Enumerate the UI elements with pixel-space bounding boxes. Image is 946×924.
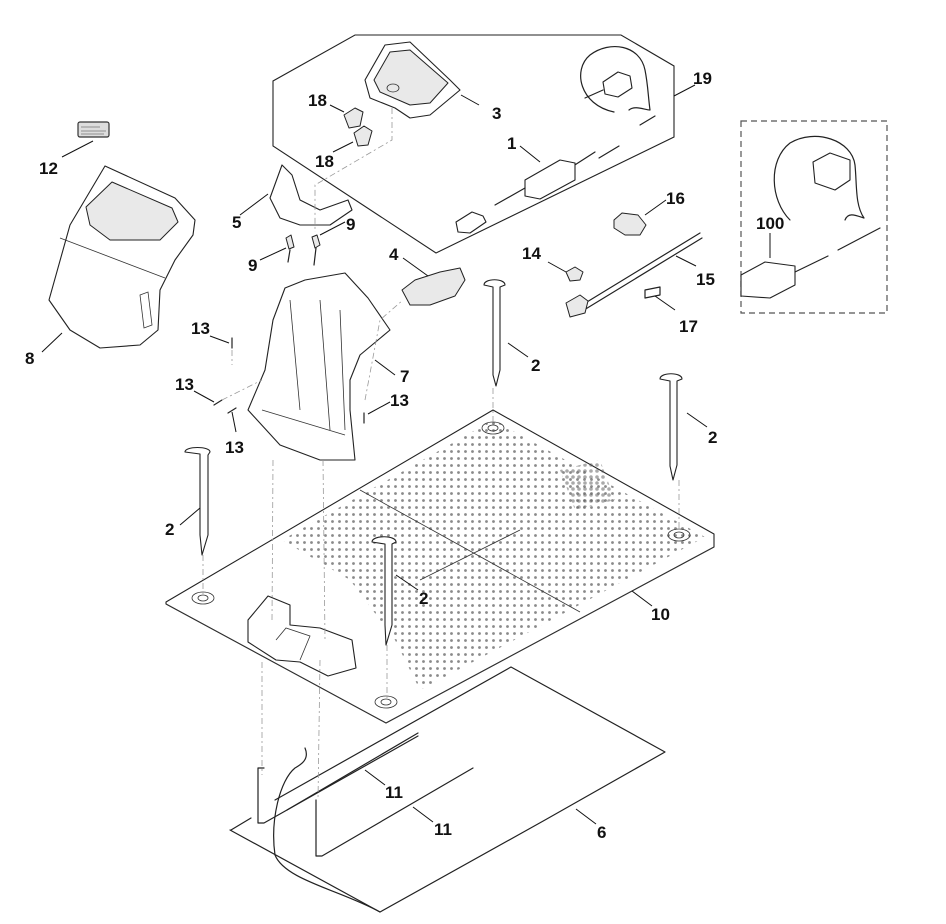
callout-14: 14 [522,244,541,263]
upper-holder-part-5 [269,164,353,226]
main-chassis-part-7 [247,272,391,461]
screws-part-13 [213,337,365,424]
callout-16: 16 [666,189,685,208]
callout-4: 4 [389,245,399,264]
cover-hood-part-8 [48,165,196,349]
assembly-guide-lines [202,108,680,801]
cable-harness-part-15 [565,232,703,318]
label-sticker-part-12 [77,121,110,138]
springs-part-9 [285,234,321,266]
callout-11-lower: 11 [434,820,452,839]
callout-10: 10 [651,605,670,624]
group-frame-alternate-supply [740,120,888,314]
callout-19: 19 [693,69,712,88]
callout-13-d: 13 [390,391,409,410]
power-supply-part-1 [455,115,656,234]
callout-2-left: 2 [165,520,174,539]
callout-9-right: 9 [346,215,355,234]
callout-18-top: 18 [308,91,327,110]
callout-13-a: 13 [191,319,210,338]
alternate-supply-part-100 [740,135,881,299]
callout-13-c: 13 [225,438,244,457]
boundary-wire [273,747,381,913]
wire-clip-part-14 [565,266,584,282]
callout-8: 8 [25,349,34,368]
callout-6: 6 [597,823,606,842]
callout-17: 17 [679,317,698,336]
callout-9-left: 9 [248,256,257,275]
callout-2-top: 2 [531,356,540,375]
callout-15: 15 [696,270,715,289]
callout-5: 5 [232,213,241,232]
base-plate-part-10 [165,409,715,724]
callout-12: 12 [39,159,58,178]
callout-18-bottom: 18 [315,152,334,171]
socket-connector-part-4 [401,267,466,306]
callout-13-b: 13 [175,375,194,394]
splice-connector-part-16 [613,212,647,236]
callout-2-right: 2 [708,428,717,447]
callout-1: 1 [507,134,516,153]
retaining-bracket-part-17 [644,286,661,299]
connector-detail-part-19 [580,46,651,113]
callout-2-center: 2 [419,589,428,608]
underlay-mat-part-6 [229,666,666,913]
callout-7: 7 [400,367,409,386]
callout-100: 100 [756,214,784,233]
callout-3: 3 [492,104,501,123]
leader-lines [41,84,771,825]
top-cover-part-3 [364,41,461,119]
button-caps-part-18 [343,107,373,147]
charging-rods-part-11 [257,732,474,857]
ground-stakes-part-2 [184,279,683,646]
group-frame-power-supply [272,34,675,254]
callout-11-upper: 11 [385,783,403,802]
